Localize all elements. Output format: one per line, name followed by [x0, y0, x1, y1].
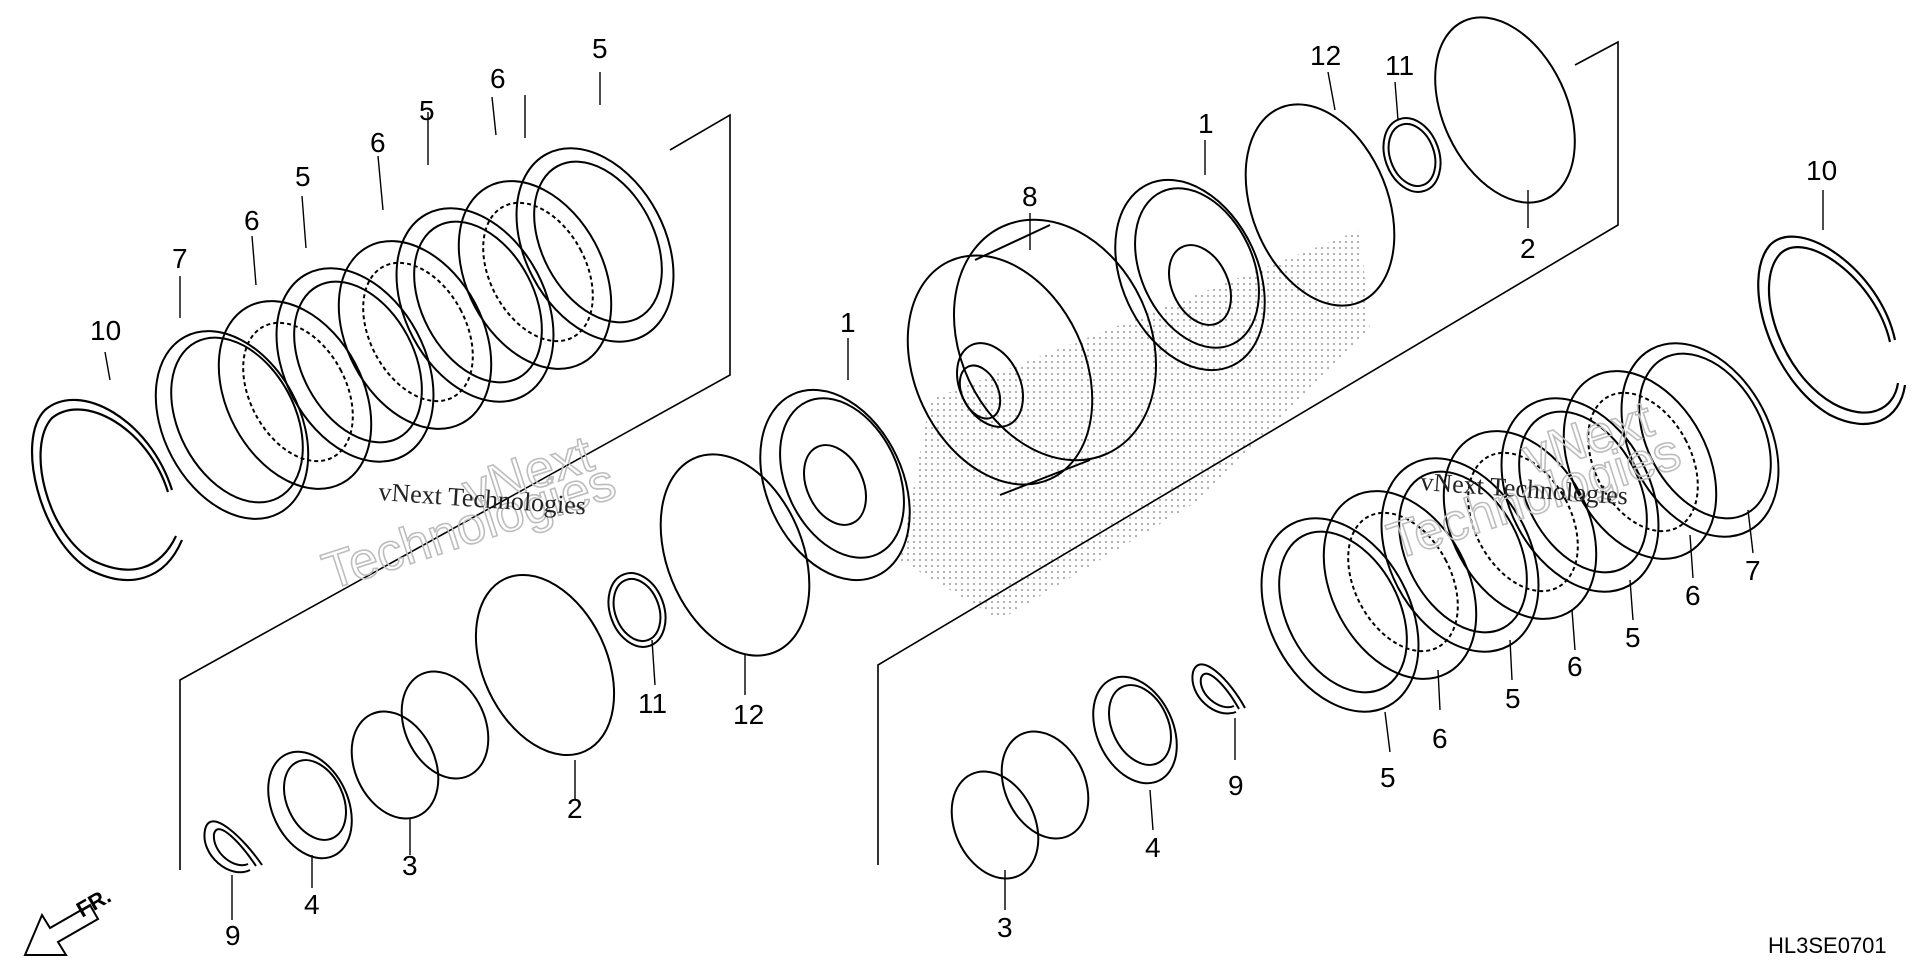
- right-friction-disc-6b: [1442, 430, 1598, 620]
- right-friction-disc-6a: [1322, 490, 1478, 680]
- right-hub-4: [1092, 675, 1178, 785]
- left-snap-ring-2: [474, 574, 616, 756]
- callout-5-right-b: 5: [1505, 683, 1521, 714]
- callout-4-left: 4: [304, 889, 320, 920]
- left-seal-ring-3: [350, 670, 490, 820]
- callout-12-right: 12: [1310, 40, 1341, 71]
- callout-6-left-b: 6: [370, 127, 386, 158]
- right-snap-ring-10: [1757, 235, 1907, 425]
- left-hub-4: [267, 750, 353, 860]
- callout-9-left: 9: [225, 920, 241, 951]
- left-friction-disc-6a: [217, 300, 373, 490]
- right-end-plate-7: [1620, 342, 1780, 538]
- left-end-plate-7: [154, 330, 310, 520]
- diagram-code: HL3SE0701: [1768, 933, 1887, 958]
- callout-10-left: 10: [90, 315, 121, 346]
- dotted-emblem: [900, 230, 1370, 620]
- callout-1-right: 1: [1198, 108, 1214, 139]
- callout-3-right: 3: [997, 912, 1013, 943]
- center-piston-1-left: [759, 388, 911, 582]
- callout-11-left: 11: [638, 688, 667, 719]
- left-oring-11: [607, 572, 667, 648]
- right-steel-plate-5b: [1380, 457, 1540, 653]
- callout-5-right-c: 5: [1625, 622, 1641, 653]
- left-steel-plate-5a: [275, 267, 435, 463]
- right-steel-plate-5a: [1260, 517, 1420, 713]
- callout-5-right-a: 5: [1380, 762, 1396, 793]
- callout-1-left: 1: [840, 307, 856, 338]
- callout-3-left: 3: [402, 850, 418, 881]
- right-steel-plate-5c: [1500, 397, 1660, 593]
- callout-6-right-b: 6: [1567, 651, 1583, 682]
- right-snap-ring-9: [1191, 663, 1246, 715]
- callout-5-left-b: 5: [419, 95, 435, 126]
- callout-6-left-c: 6: [490, 63, 506, 94]
- left-snap-ring-9: [203, 820, 263, 874]
- callout-5-left-c: 5: [592, 33, 608, 64]
- callout-12-left: 12: [733, 699, 764, 730]
- callout-6-right-a: 6: [1432, 723, 1448, 754]
- left-group-frame: [179, 113, 731, 870]
- callout-7-right: 7: [1745, 555, 1761, 586]
- callout-9-right: 9: [1228, 770, 1244, 801]
- callout-6-right-c: 6: [1685, 580, 1701, 611]
- callout-11-right: 11: [1385, 50, 1414, 81]
- callout-6-left-a: 6: [244, 205, 260, 236]
- left-steel-plate-5c: [515, 147, 675, 343]
- right-friction-disc-6c: [1562, 370, 1718, 560]
- left-snap-ring-10: [31, 398, 184, 582]
- right-group-frame: [877, 40, 1619, 865]
- right-oring-12: [1244, 103, 1396, 307]
- callout-4-right: 4: [1145, 832, 1161, 863]
- callout-2-right: 2: [1520, 233, 1536, 264]
- left-friction-disc-6c: [457, 180, 613, 370]
- callout-8: 8: [1022, 181, 1038, 212]
- center-piston-1-right: [1114, 178, 1266, 372]
- callout-10-right: 10: [1806, 155, 1837, 186]
- right-snap-ring-2: [1434, 16, 1576, 204]
- left-steel-plate-5b: [395, 207, 555, 403]
- left-oring-12: [659, 453, 811, 657]
- callout-labels: 1 1 2 2 3 3 4 4 5 5 5 5 5 5 6 6 6 6 6 6 …: [90, 33, 1837, 951]
- clutch-drum-8: [906, 218, 1158, 496]
- leader-lines: [104, 71, 1824, 920]
- callout-2-left: 2: [567, 793, 583, 824]
- callout-7-left: 7: [172, 243, 188, 274]
- front-direction-arrow-icon: FR.: [23, 883, 115, 956]
- callout-5-left-a: 5: [295, 161, 311, 192]
- right-oring-11: [1382, 117, 1442, 193]
- right-seal-ring-3: [950, 730, 1090, 880]
- left-friction-disc-6b: [337, 240, 493, 430]
